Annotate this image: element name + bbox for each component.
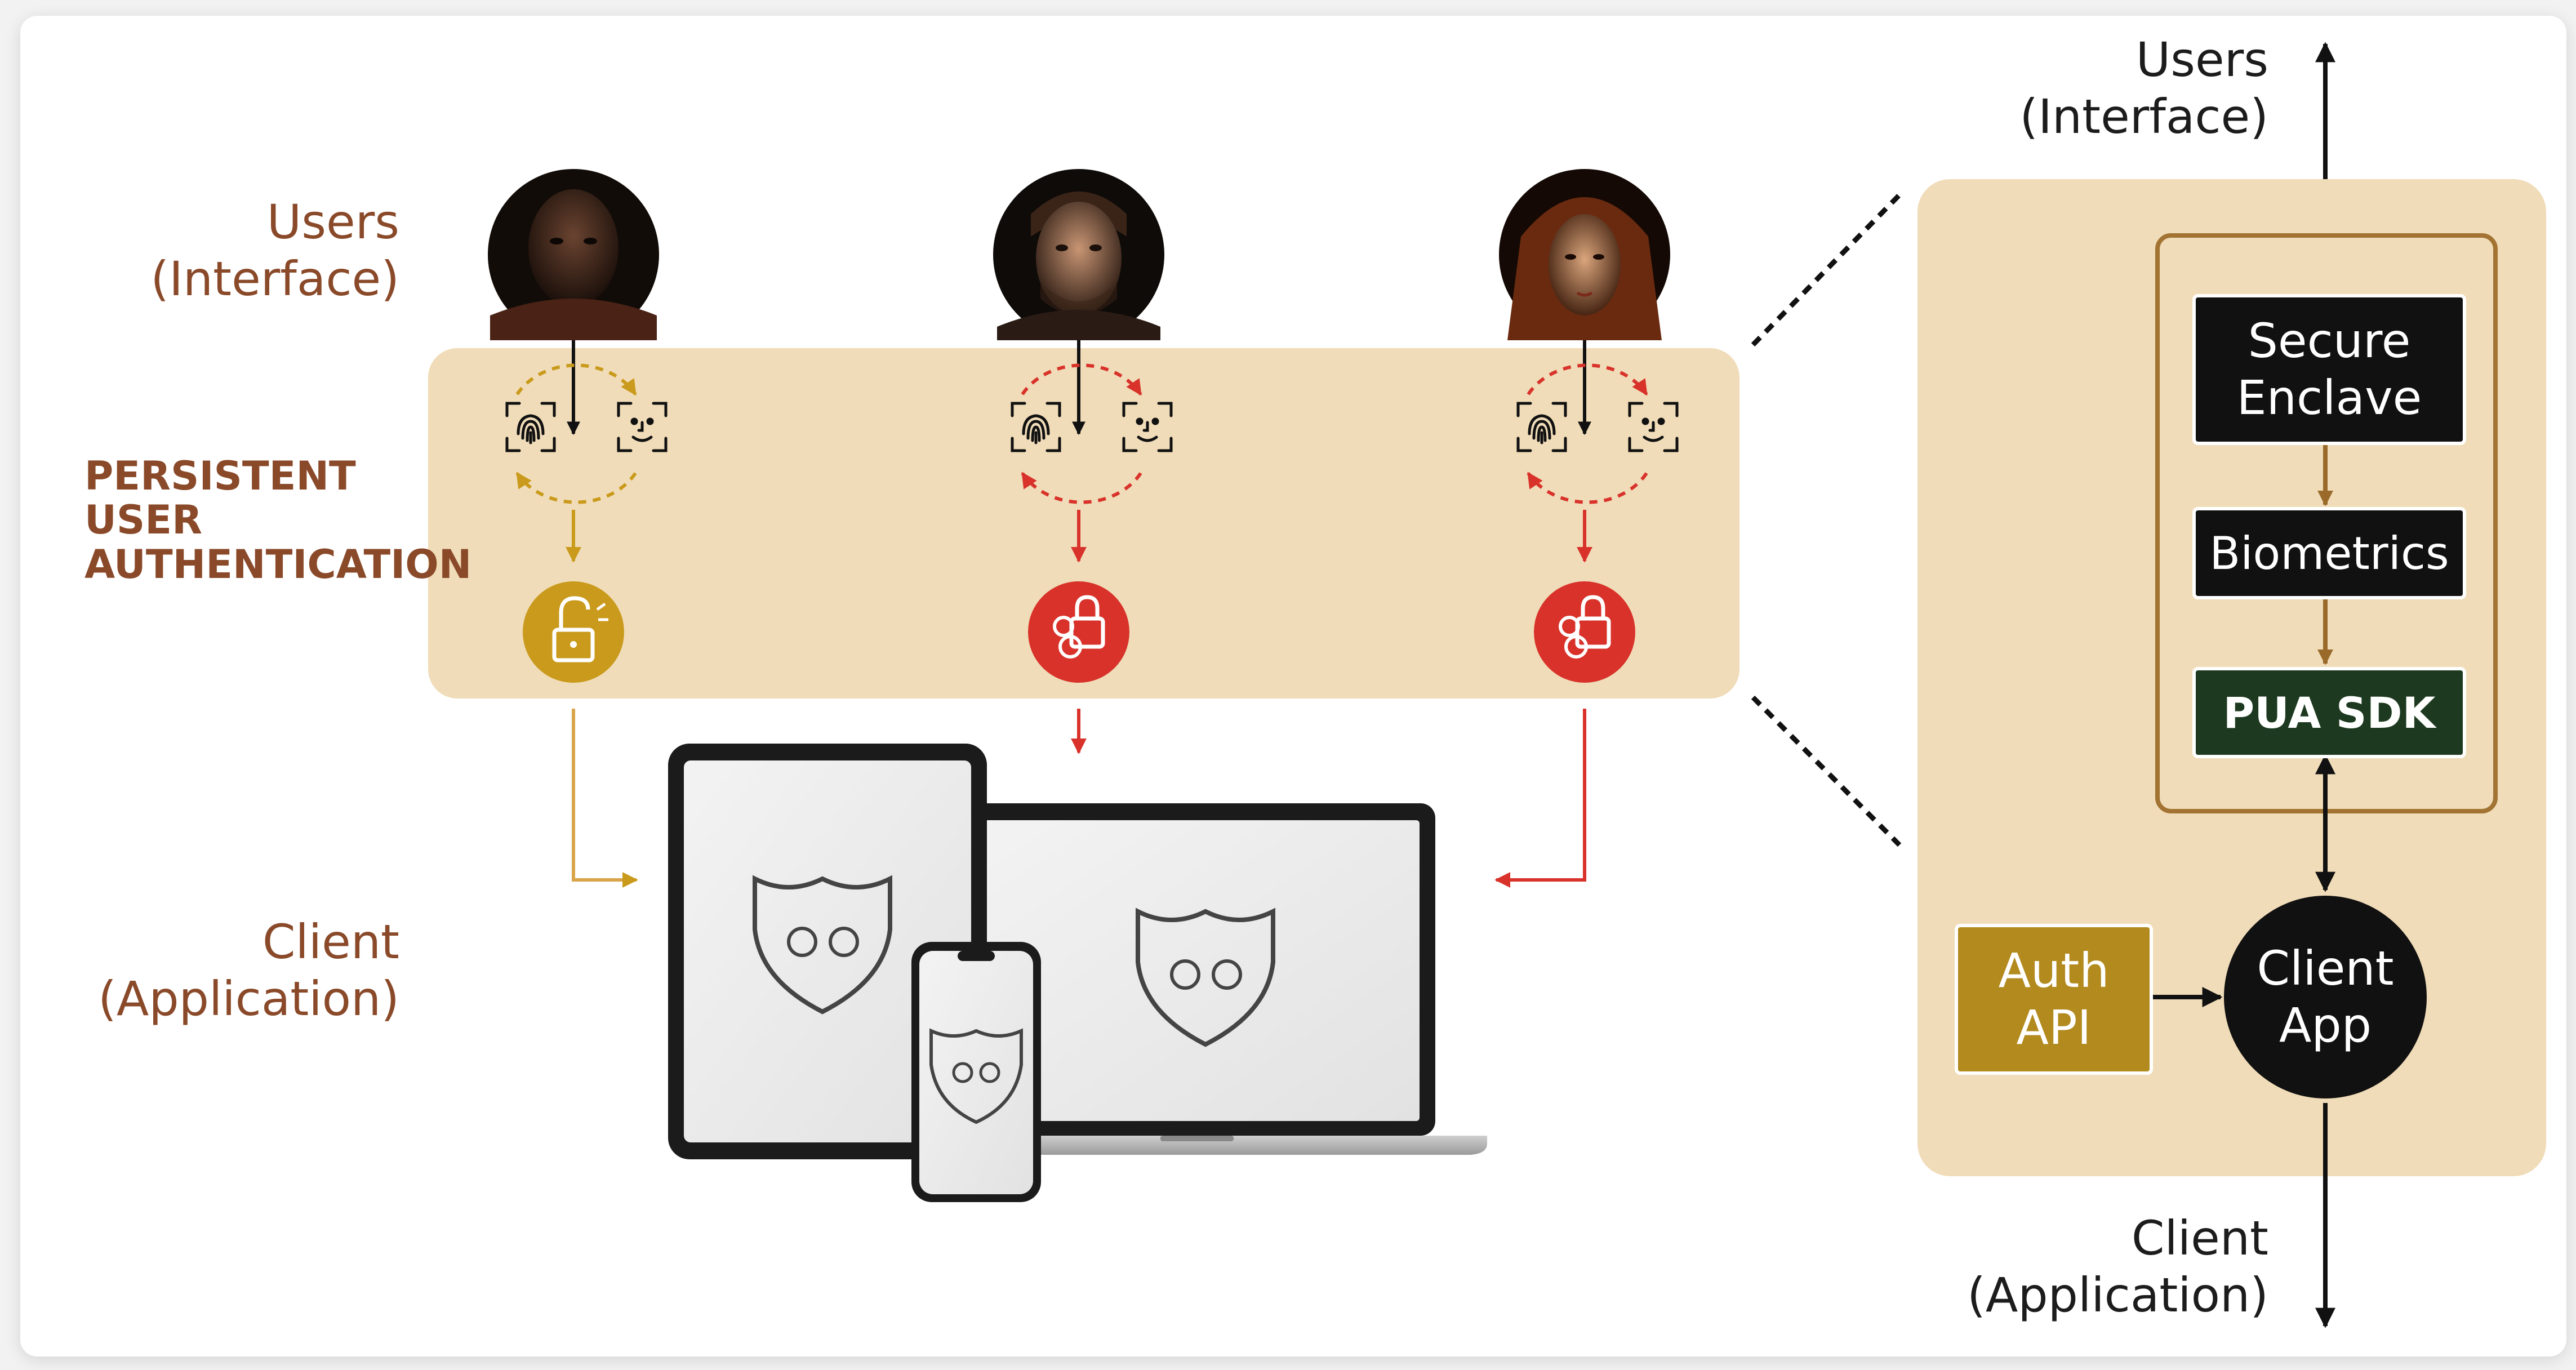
user-column-3 xyxy=(1494,169,1679,888)
phone-device xyxy=(911,942,1041,1202)
biometrics-block: Biometrics xyxy=(2192,507,2466,599)
authentication-band xyxy=(428,348,1739,699)
tablet-device xyxy=(668,744,987,1159)
user-avatar-2 xyxy=(993,169,1164,340)
unlock-icon xyxy=(523,581,624,683)
client-app-node xyxy=(2224,896,2427,1098)
auth-api-block: Auth API xyxy=(1955,924,2153,1075)
user-column-1 xyxy=(488,169,668,888)
user-avatar-1 xyxy=(488,169,659,340)
gold-path-to-client xyxy=(572,709,638,888)
persistent-auth-label: PERSISTENT USER AUTHENTICATION xyxy=(84,453,472,588)
zoom-connector-top xyxy=(1751,193,1902,347)
face-scan-icon xyxy=(1122,402,1173,452)
face-scan-icon xyxy=(1628,402,1679,452)
shield-icon xyxy=(929,1028,1023,1124)
user-avatar-3 xyxy=(1499,169,1670,340)
client-app-label: Client App xyxy=(2257,941,2394,1053)
shield-icon xyxy=(1136,908,1275,1047)
fingerprint-icon xyxy=(505,402,556,452)
red-path-to-client xyxy=(1494,709,1586,888)
fingerprint-icon xyxy=(1011,402,1061,452)
fingerprint-icon xyxy=(1516,402,1567,452)
auth-cycle-top xyxy=(515,363,637,396)
client-application-label: Client (Application) xyxy=(98,914,399,1026)
devices-illustration xyxy=(668,744,1487,1202)
users-interface-label: Users (Interface) xyxy=(150,194,399,306)
shield-icon xyxy=(753,875,892,1015)
client-application-label-right: Client (Application) xyxy=(1967,1211,2268,1323)
auth-cycle-bottom xyxy=(515,472,637,504)
pua-sdk-block: PUA SDK xyxy=(2192,667,2466,758)
users-interface-label-right: Users (Interface) xyxy=(2019,32,2268,144)
lock-settings-icon xyxy=(1534,581,1635,683)
zoom-connector-bottom xyxy=(1751,695,1902,847)
user-column-2 xyxy=(993,169,1173,754)
face-scan-icon xyxy=(617,402,668,452)
secure-enclave-block: Secure Enclave xyxy=(2192,294,2466,445)
lock-settings-icon xyxy=(1028,581,1129,683)
